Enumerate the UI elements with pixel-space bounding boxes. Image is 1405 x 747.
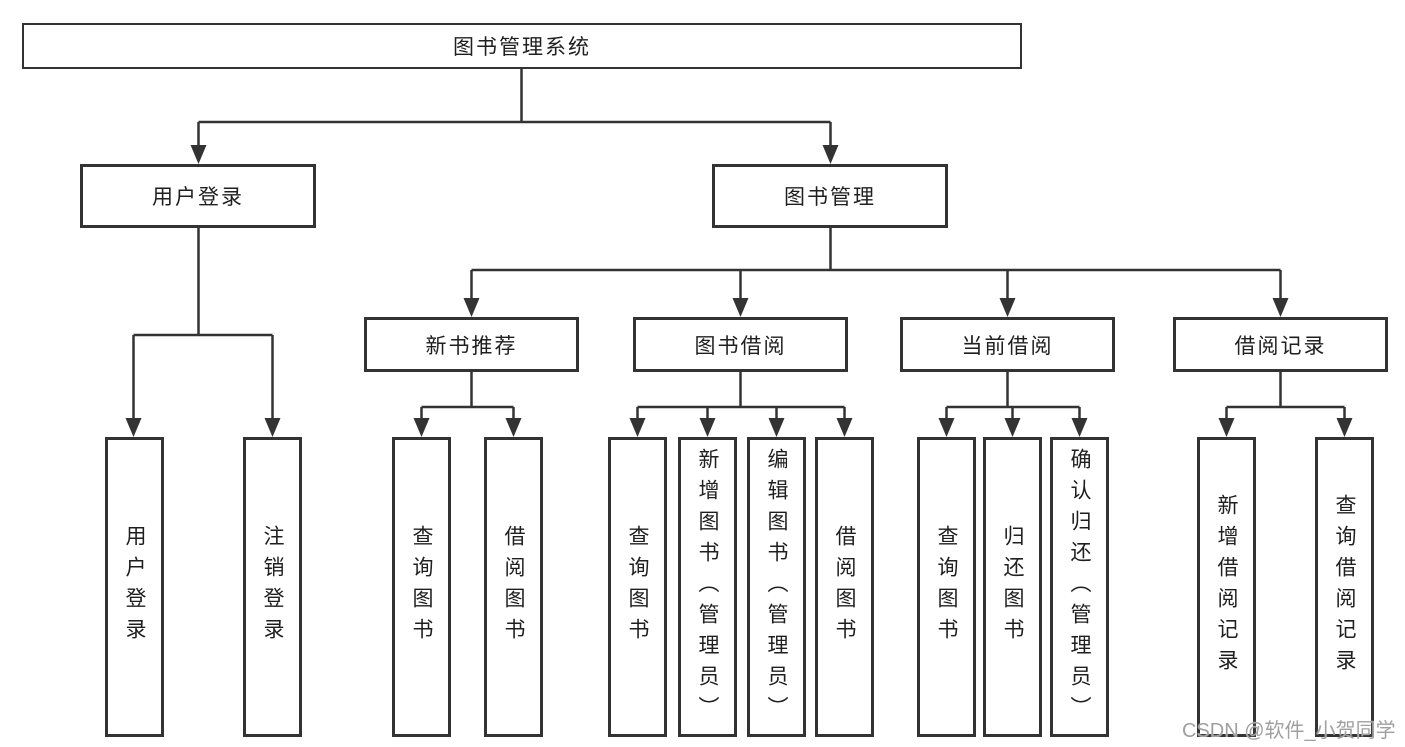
leaf-label: 新增借阅记录 bbox=[1215, 494, 1238, 680]
leaf-label: 用户登录 bbox=[123, 525, 146, 649]
node-label: 新书推荐 bbox=[425, 334, 518, 358]
leaf-query-borrow-record: 查询借阅记录 bbox=[1315, 437, 1374, 737]
leaf-label: 编辑图书（管理员） bbox=[765, 447, 788, 727]
node-current-borrowing: 当前借阅 bbox=[900, 317, 1115, 372]
leaf-label: 确认归还（管理员） bbox=[1068, 447, 1091, 727]
leaf-borrow-books: 借阅图书 bbox=[815, 437, 874, 737]
leaf-logout: 注销登录 bbox=[243, 437, 302, 737]
node-label: 借阅记录 bbox=[1234, 334, 1327, 358]
node-label: 当前借阅 bbox=[961, 334, 1054, 358]
node-new-book-recommend: 新书推荐 bbox=[364, 317, 579, 372]
leaf-return-book: 归还图书 bbox=[983, 437, 1042, 737]
leaf-edit-book-admin: 编辑图书（管理员） bbox=[747, 437, 806, 737]
leaf-query-books-borrowing: 查询图书 bbox=[608, 437, 667, 737]
leaf-add-borrow-record: 新增借阅记录 bbox=[1197, 437, 1256, 737]
leaf-add-book-admin: 新增图书（管理员） bbox=[678, 437, 737, 737]
csdn-watermark: CSDN @软件_小贺同学 bbox=[1182, 720, 1396, 742]
leaf-label: 查询借阅记录 bbox=[1333, 494, 1356, 680]
node-user-login: 用户登录 bbox=[80, 164, 316, 228]
node-borrowing-records: 借阅记录 bbox=[1173, 317, 1388, 372]
leaf-label: 新增图书（管理员） bbox=[696, 447, 719, 727]
node-label: 图书管理 bbox=[784, 186, 876, 209]
node-book-management: 图书管理 bbox=[712, 164, 948, 228]
leaf-confirm-return-admin: 确认归还（管理员） bbox=[1050, 437, 1109, 737]
node-label: 图书借阅 bbox=[694, 334, 787, 358]
leaf-query-books-recommend: 查询图书 bbox=[392, 437, 451, 737]
leaf-label: 查询图书 bbox=[935, 525, 958, 649]
leaf-borrow-books-recommend: 借阅图书 bbox=[484, 437, 543, 737]
node-label: 图书管理系统 bbox=[453, 36, 591, 59]
node-label: 用户登录 bbox=[152, 186, 244, 209]
leaf-label: 注销登录 bbox=[261, 525, 284, 649]
leaf-label: 查询图书 bbox=[410, 525, 433, 649]
leaf-label: 借阅图书 bbox=[833, 525, 856, 649]
leaf-label: 查询图书 bbox=[626, 525, 649, 649]
node-library-management-system: 图书管理系统 bbox=[22, 23, 1022, 69]
leaf-label: 归还图书 bbox=[1001, 525, 1024, 649]
leaf-query-books-current: 查询图书 bbox=[917, 437, 976, 737]
leaf-label: 借阅图书 bbox=[502, 525, 525, 649]
node-book-borrowing: 图书借阅 bbox=[633, 317, 848, 372]
leaf-user-login: 用户登录 bbox=[105, 437, 164, 737]
